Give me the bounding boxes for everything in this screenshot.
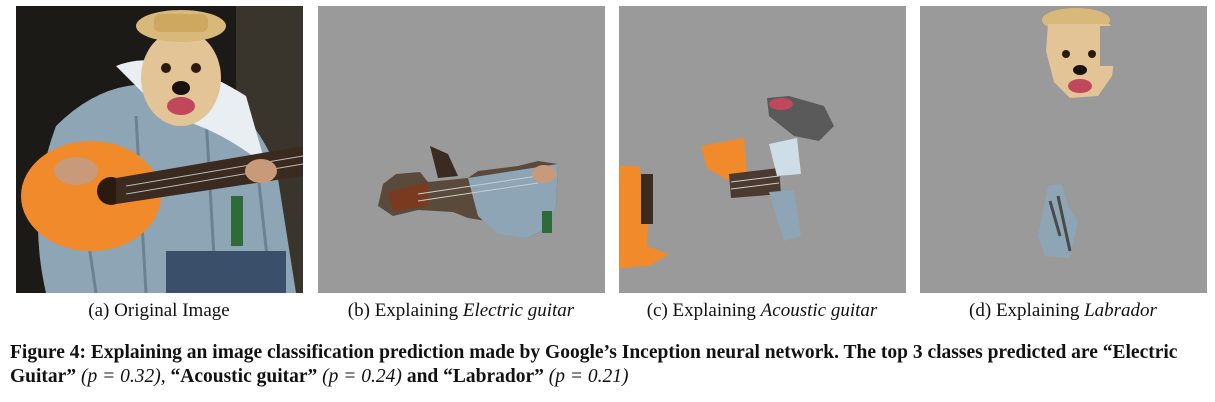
figure-label: Figure 4: [10,342,87,363]
subcaption-text: Explaining [672,300,756,321]
subcaption-letter: (d) [969,300,992,321]
subcaption-c: (c) Explaining Acoustic guitar [612,300,912,322]
explanation-acoustic-guitar [619,6,906,293]
figure-caption: Figure 4: Explaining an image classifica… [10,341,1210,389]
explanation-labrador [920,6,1207,293]
prob-electric-guitar: (p = 0.32), [80,366,166,387]
subcaption-a: (a) Original Image [9,300,309,322]
class-electric-guitar: “Electric Guitar” [10,342,1178,387]
subcaption-class: Labrador [1084,300,1157,321]
prob-labrador: (p = 0.21) [548,366,629,387]
caption-and: and [406,366,439,387]
subcaption-letter: (a) [88,300,110,321]
subcaption-d: (d) Explaining Labrador [913,300,1213,322]
subcaption-b: (b) Explaining Electric guitar [311,300,611,322]
acoustic-guitar-mask [619,6,906,293]
labrador-mask [920,6,1207,293]
class-acoustic-guitar: “Acoustic guitar” [170,366,318,387]
original-image [16,6,303,293]
subcaption-letter: (b) [347,300,370,321]
original-image-art [16,6,303,293]
prob-acoustic-guitar: (p = 0.24) [322,366,402,387]
subcaption-text: Explaining [374,300,459,321]
explanation-electric-guitar [318,6,605,293]
electric-guitar-mask [318,6,605,293]
subcaption-text: Original Image [114,300,230,321]
subcaption-letter: (c) [646,300,668,321]
class-labrador: “Labrador” [443,366,544,387]
caption-text: Explaining an image classification predi… [90,342,1098,363]
subcaption-text: Explaining [995,300,1080,321]
subcaption-class: Electric guitar [462,300,575,321]
subcaption-class: Acoustic guitar [760,300,878,321]
